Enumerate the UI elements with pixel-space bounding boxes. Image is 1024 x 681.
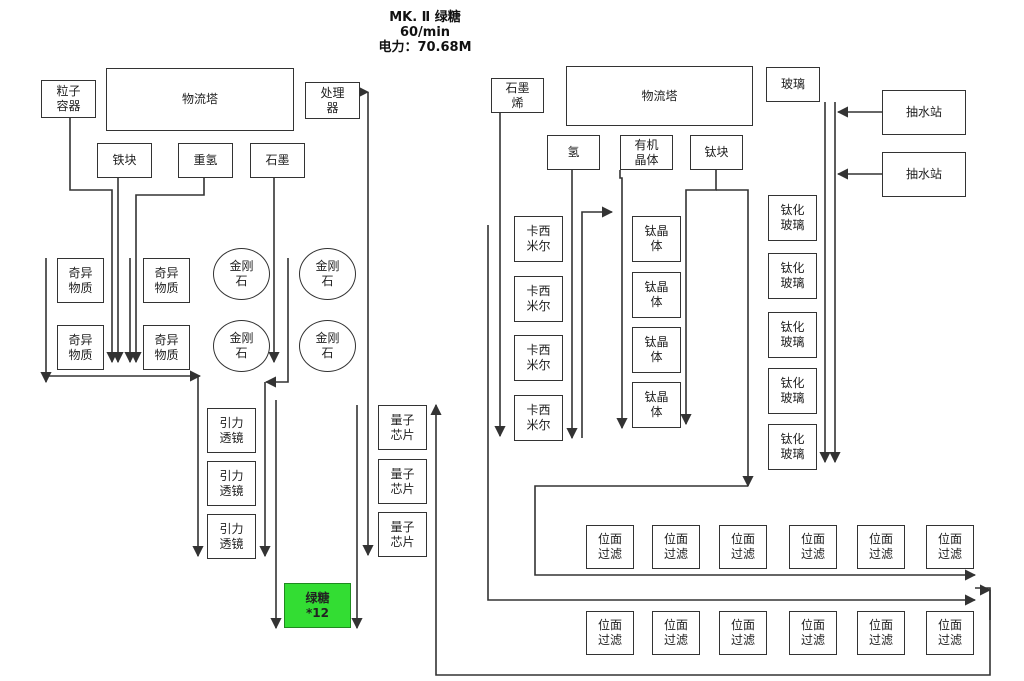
node-strange-matter: 奇异 物质	[143, 325, 190, 370]
wire-collect-cas	[487, 225, 977, 606]
wire-deuterium	[130, 178, 205, 364]
wire-diamond-left	[264, 258, 289, 388]
node-plane-filter: 位面 过滤	[857, 611, 905, 655]
node-processor: 处理 器	[305, 82, 360, 119]
node-titanium-crystal: 钛晶 体	[632, 327, 681, 373]
node-quantum-chip: 量子 芯片	[378, 459, 427, 504]
node-titanium-crystal: 钛晶 体	[632, 216, 681, 262]
node-logistics-tower-right: 物流塔	[566, 66, 753, 126]
node-diamond: 金刚 石	[213, 320, 270, 372]
node-gravitational-lens: 引力 透镜	[207, 408, 256, 453]
node-deuterium: 重氢	[178, 143, 233, 178]
node-plane-filter: 位面 过滤	[789, 525, 837, 569]
node-titanium-crystal: 钛晶 体	[632, 382, 681, 428]
node-plane-filter: 位面 过滤	[719, 525, 767, 569]
node-diamond: 金刚 石	[299, 248, 356, 300]
node-plane-filter: 位面 过滤	[586, 611, 634, 655]
node-casimir-crystal: 卡西 米尔	[514, 335, 563, 381]
node-output-green-matrix: 绿糖 *12	[284, 583, 351, 628]
node-titanium-block: 钛块	[690, 135, 743, 170]
node-casimir-crystal: 卡西 米尔	[514, 216, 563, 262]
node-titanium-glass: 钛化 玻璃	[768, 253, 817, 299]
diagram-header: MK. Ⅱ 绿糖 60/min 电力：70.68M	[340, 10, 510, 55]
node-water-pump: 抽水站	[882, 90, 966, 135]
node-diamond: 金刚 石	[213, 248, 270, 300]
node-plane-filter: 位面 过滤	[652, 611, 700, 655]
node-casimir-crystal: 卡西 米尔	[514, 395, 563, 441]
node-titanium-glass: 钛化 玻璃	[768, 195, 817, 241]
node-gravitational-lens: 引力 透镜	[207, 461, 256, 506]
node-plane-filter: 位面 过滤	[586, 525, 634, 569]
node-gravitational-lens: 引力 透镜	[207, 514, 256, 559]
node-organic-crystal: 有机 晶体	[620, 135, 673, 170]
wire-titanium-right	[716, 189, 754, 488]
node-casimir-crystal: 卡西 米尔	[514, 276, 563, 322]
node-hydrogen: 氢	[547, 135, 600, 170]
header-power: 电力：70.68M	[378, 40, 472, 55]
node-graphite: 石墨	[250, 143, 305, 178]
node-quantum-chip: 量子 芯片	[378, 405, 427, 450]
node-plane-filter: 位面 过滤	[719, 611, 767, 655]
node-logistics-tower-left: 物流塔	[106, 68, 294, 131]
header-title: MK. Ⅱ 绿糖	[389, 10, 461, 25]
node-strange-matter: 奇异 物质	[57, 325, 104, 370]
header-rate: 60/min	[399, 25, 451, 40]
node-water-pump: 抽水站	[882, 152, 966, 197]
node-plane-filter: 位面 过滤	[652, 525, 700, 569]
node-iron-block: 铁块	[97, 143, 152, 178]
wire-titanium	[680, 170, 717, 426]
wire-organic	[616, 170, 628, 430]
node-graphene: 石墨 烯	[491, 78, 544, 113]
node-glass: 玻璃	[766, 67, 820, 102]
node-diamond: 金刚 石	[299, 320, 356, 372]
node-quantum-chip: 量子 芯片	[378, 512, 427, 557]
wire-return	[430, 403, 991, 676]
node-particle-container: 粒子 容器	[41, 80, 96, 118]
node-titanium-glass: 钛化 玻璃	[768, 312, 817, 358]
node-strange-matter: 奇异 物质	[143, 258, 190, 303]
node-titanium-glass: 钛化 玻璃	[768, 368, 817, 414]
wire-casimir-return	[581, 206, 614, 438]
node-plane-filter: 位面 过滤	[857, 525, 905, 569]
node-titanium-glass: 钛化 玻璃	[768, 424, 817, 470]
node-strange-matter: 奇异 物质	[57, 258, 104, 303]
node-plane-filter: 位面 过滤	[926, 611, 974, 655]
node-plane-filter: 位面 过滤	[789, 611, 837, 655]
node-plane-filter: 位面 过滤	[926, 525, 974, 569]
wire-particle-container	[69, 118, 118, 364]
wire-collect-tg	[534, 485, 977, 581]
node-titanium-crystal: 钛晶 体	[632, 272, 681, 318]
